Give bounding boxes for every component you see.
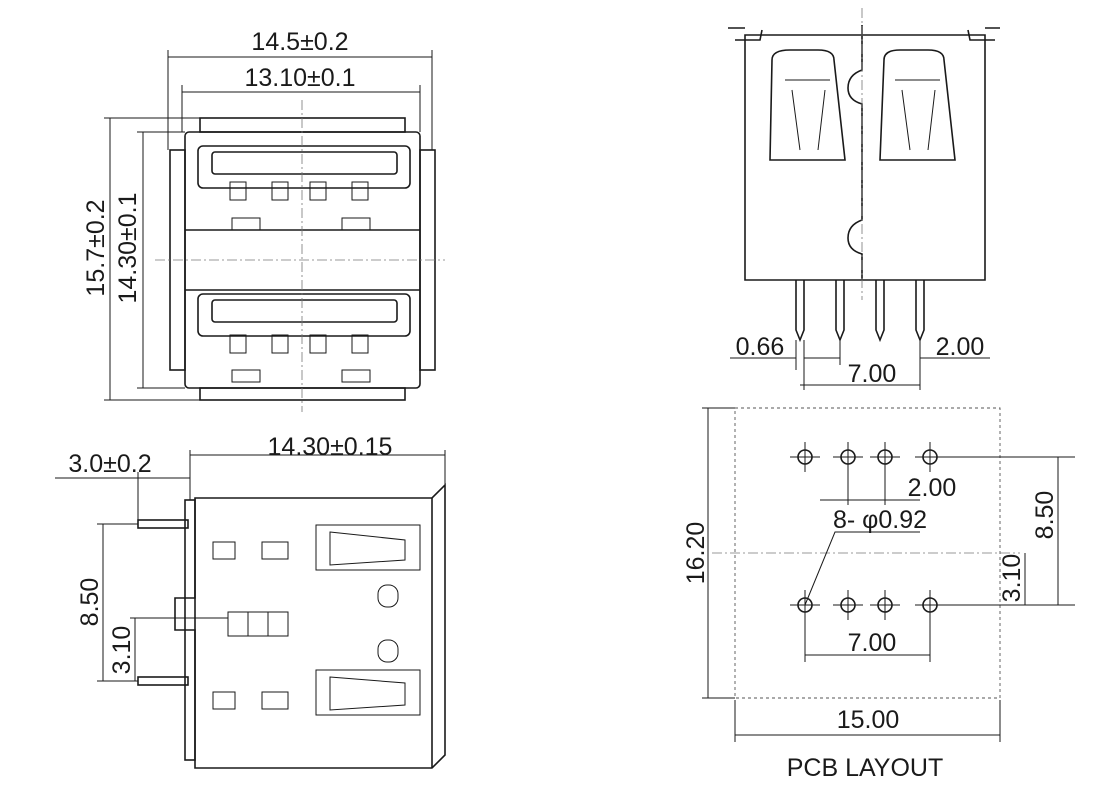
pcb-offset-label: 3.10 bbox=[998, 554, 1026, 603]
side-pin-row-label: 8.50 bbox=[76, 578, 104, 627]
pcb-pitch-label: 2.00 bbox=[908, 474, 957, 502]
pcb-span-label: 7.00 bbox=[848, 629, 897, 657]
side-view: 3.0±0.2 14.30±0.15 8.50 3.10 bbox=[55, 433, 446, 769]
rear-pin-pitch-label: 2.00 bbox=[936, 333, 985, 361]
side-depth-label: 14.30±0.15 bbox=[268, 433, 393, 461]
front-height-outer-label: 15.7±0.2 bbox=[82, 199, 110, 296]
front-view: 14.5±0.2 13.10±0.1 15.7±0.2 14.30±0.1 bbox=[82, 28, 445, 412]
side-pin-length-label: 3.0±0.2 bbox=[68, 450, 151, 478]
pcb-layout: 2.00 8- φ0.92 7.00 16.20 8.50 3.10 15.00… bbox=[682, 407, 1075, 782]
rear-view: 0.66 2.00 7.00 bbox=[728, 8, 1000, 390]
front-height-inner-label: 14.30±0.1 bbox=[114, 192, 142, 303]
rear-pin-width-label: 0.66 bbox=[736, 333, 785, 361]
pcb-holes-label: 8- φ0.92 bbox=[833, 506, 927, 534]
pcb-row-distance-label: 8.50 bbox=[1031, 491, 1059, 540]
pcb-width-label: 15.00 bbox=[837, 706, 900, 734]
side-pin-offset-label: 3.10 bbox=[108, 626, 136, 675]
pcb-layout-title: PCB LAYOUT bbox=[787, 754, 944, 782]
front-width-outer-label: 14.5±0.2 bbox=[251, 28, 348, 56]
pcb-height-label: 16.20 bbox=[682, 522, 710, 585]
front-width-inner-label: 13.10±0.1 bbox=[244, 64, 355, 92]
rear-pin-span-label: 7.00 bbox=[848, 360, 897, 388]
